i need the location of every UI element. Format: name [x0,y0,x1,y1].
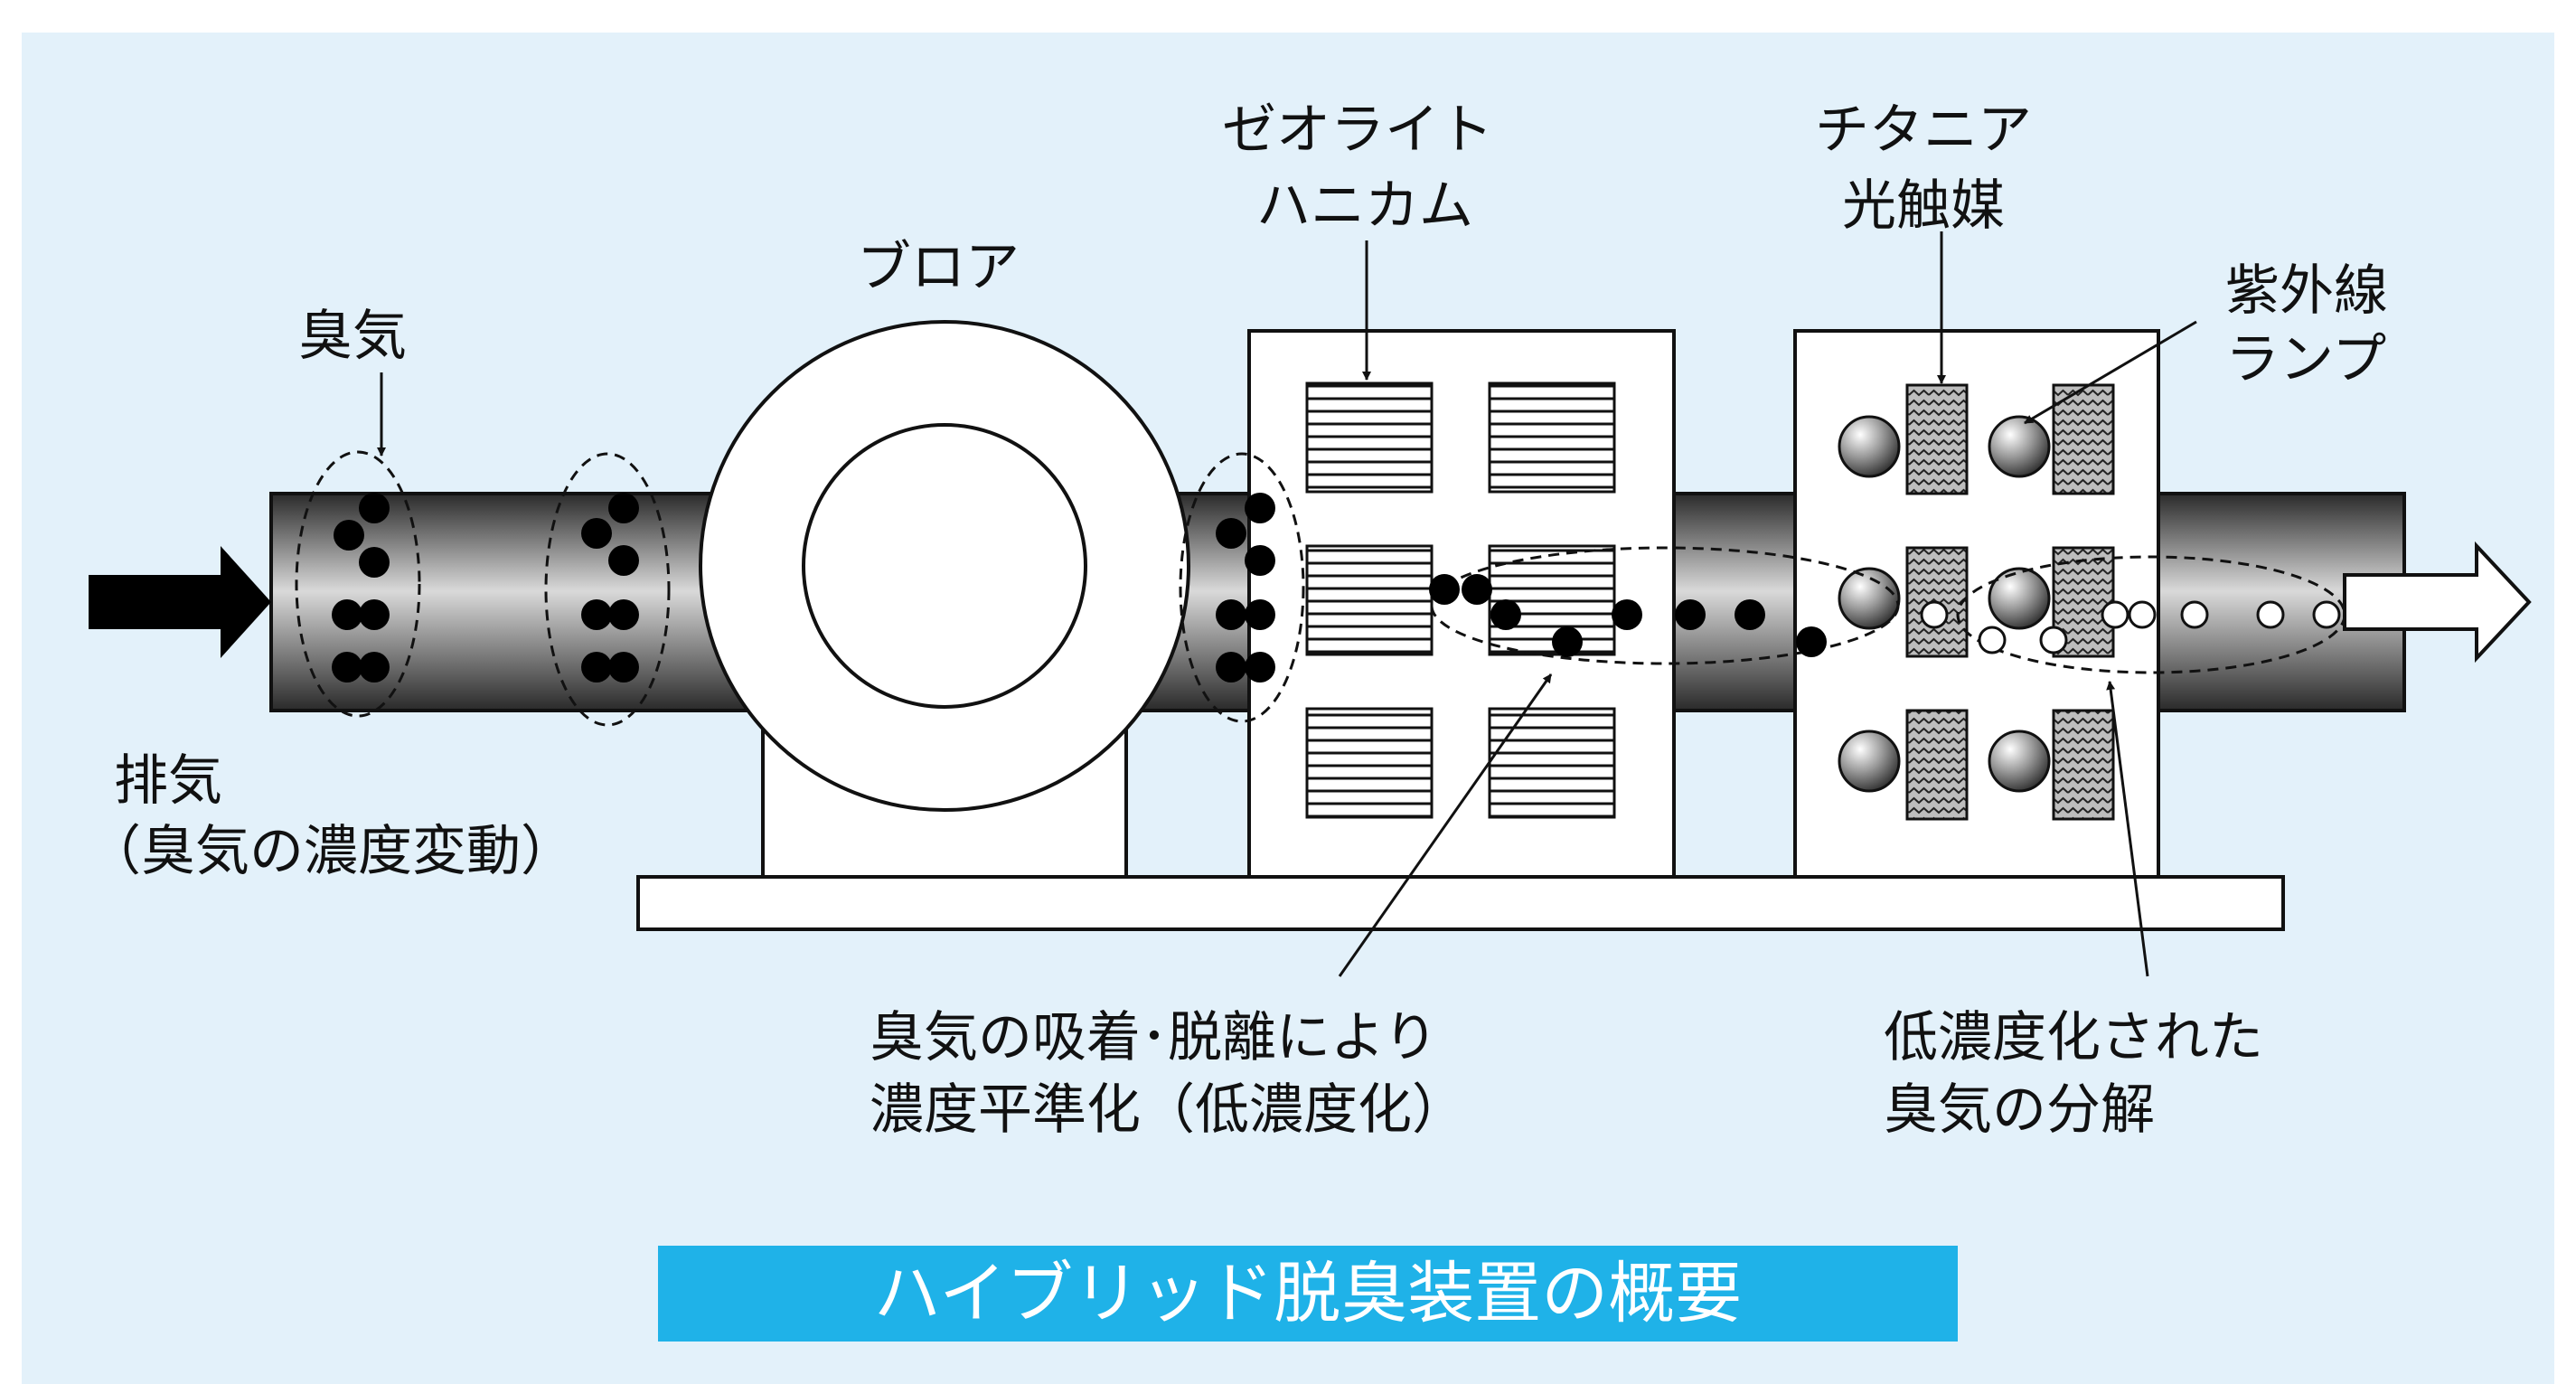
decomposed-odor-flow [1920,555,2346,674]
photocatalyst-plate [1905,546,1969,658]
odor-particle [1735,599,1765,630]
odor-particle [1245,545,1275,576]
photocatalyst-plate [2052,709,2115,821]
uv-lamp-icon [1838,567,1901,630]
odor-particle [608,599,639,630]
odor-particle [1245,652,1275,683]
adsorption-pointer [1338,673,1553,977]
adsorption-label-line2: 濃度平準化（低濃度化） [870,1078,1466,1142]
decomposed-particle [2180,600,2209,629]
decomposed-particle [2128,600,2157,629]
decomposition-pointer [2106,681,2149,977]
odor-particle [1552,626,1583,657]
odor-particle [359,493,390,523]
odor-particle [359,547,390,578]
decomposition-label-line1: 低濃度化された [1884,1006,2263,1069]
odor-particle [608,545,639,576]
odor-particle [581,652,612,683]
levelled-flow-outline [1430,546,1900,665]
decomposed-particle [2256,600,2285,629]
decomposition-label-line2: 臭気の分解 [1884,1078,2155,1142]
base-platform [636,875,2285,931]
odor-particle [1245,493,1275,523]
photocatalyst-plates [1905,383,2115,821]
odor-particle [1245,599,1275,630]
adsorption-label-line1: 臭気の吸着･脱離により [870,1006,1438,1069]
odor-particle [1675,599,1706,630]
uv-lamp-pointer [2024,320,2197,425]
odor-cluster-outline [295,450,421,718]
leader-arrows [377,231,2197,977]
diagram-title: ハイブリッド脱臭装置の概要 [874,1255,1743,1332]
odor-particle [581,518,612,549]
odor-cluster-outline [1179,452,1305,723]
inlet-arrow-icon [89,546,271,658]
honeycomb-block [1488,707,1616,819]
exhaust-label-line2: （臭気の濃度変動） [87,820,575,883]
odor-particle [581,599,612,630]
odor-particle [1216,518,1246,549]
zeolite-label-line1: ゼオライト [1222,99,1493,162]
uv-lamps [1838,415,2051,793]
photocatalyst-plate [2052,383,2115,495]
blower-label: ブロア [857,236,1020,299]
decomposed-flow-outline [1956,555,2346,674]
odor-particle [332,652,362,683]
uv-lamp-label-line1: 紫外線 [2225,259,2388,323]
odor-group-3 [1179,452,1305,723]
zeolite-label-line2: ハニカム [1256,174,1473,238]
blower-fan [802,423,1087,709]
uv-lamp-icon [1838,730,1901,793]
decomposed-particle [2101,600,2129,629]
honeycomb-block [1488,381,1616,494]
odor-particle [1216,652,1246,683]
odor-particle [359,652,390,683]
decomposed-particle [1920,600,1949,629]
uv-lamp-label-line2: ランプ [2225,328,2386,391]
titania-label-line1: チタニア [1815,99,2032,162]
levelled-odor-flow [1429,546,1900,665]
odor-label: 臭気 [298,305,407,368]
odor-cluster-outline [544,452,671,727]
uv-lamp-icon [1988,415,2051,478]
outlet-arrow-icon [2343,541,2532,664]
odor-particle [608,652,639,683]
odor-particle [332,599,362,630]
uv-lamp-icon [1838,415,1901,478]
photocatalyst-plate [1905,709,1969,821]
odor-group-1 [295,450,421,718]
odor-particle [1796,626,1827,657]
honeycomb-block [1305,381,1434,494]
odor-particle [608,493,639,523]
exhaust-label-line1: 排気 [114,749,222,813]
odor-group-2 [544,452,671,727]
title-bar [658,1246,1958,1342]
odor-particle [1612,599,1642,630]
uv-lamp-icon [1988,730,2051,793]
honeycomb-blocks [1305,381,1616,819]
odor-particle [334,520,364,551]
honeycomb-block [1305,544,1434,656]
decomposed-particle [2312,600,2341,629]
odor-particle [1490,599,1521,630]
honeycomb-block [1305,707,1434,819]
odor-particle [1216,599,1246,630]
decomposed-particle [2039,626,2068,654]
titania-label-line2: 光触媒 [1842,174,2005,238]
photocatalyst-plate [1905,383,1969,495]
odor-particle [1462,574,1492,605]
odor-particle [359,599,390,630]
uv-lamp-icon [1988,567,2051,630]
decomposed-particle [1978,626,2007,654]
odor-particle [1429,574,1460,605]
